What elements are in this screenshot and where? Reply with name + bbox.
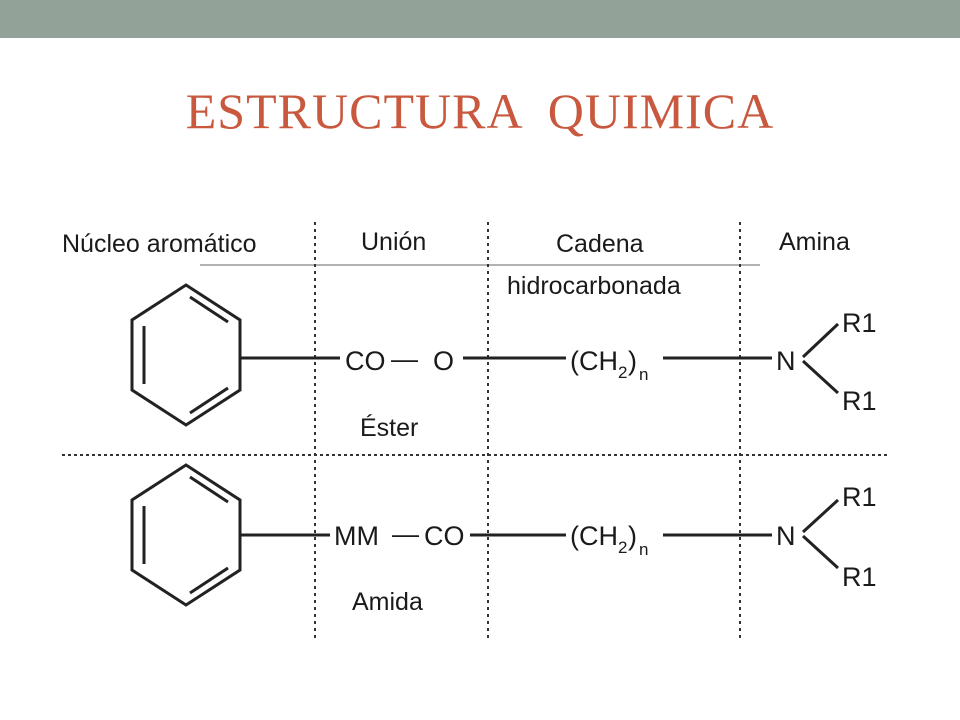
header-union: Unión bbox=[361, 228, 426, 256]
amide-nitrogen: N bbox=[776, 521, 796, 551]
amide-r1-top: R1 bbox=[842, 482, 877, 512]
header-amine: Amina bbox=[779, 228, 850, 256]
amide-chain-sub: 2 bbox=[618, 538, 627, 557]
ester-nitrogen: N bbox=[776, 346, 796, 376]
ester-union-co: CO bbox=[345, 346, 386, 376]
ester-chain-n: n bbox=[639, 365, 648, 384]
amide-chain-ch: (CH bbox=[570, 521, 618, 551]
top-accent-bar bbox=[0, 0, 960, 38]
amide-chain-close: ) bbox=[628, 521, 637, 551]
amide-union-mm: MM bbox=[334, 521, 379, 551]
ester-chain-ch: (CH bbox=[570, 346, 618, 376]
amide-r1-bottom: R1 bbox=[842, 562, 877, 592]
ester-union-dash: — bbox=[391, 344, 418, 374]
header-nucleus: Núcleo aromático bbox=[62, 230, 257, 258]
bond-n-r1-bottom-ester bbox=[801, 359, 840, 395]
bond-n-r1-top-ester bbox=[801, 322, 840, 359]
header-chain-line2: hidrocarbonada bbox=[507, 272, 681, 300]
benzene-ring-ester bbox=[130, 283, 242, 427]
ester-r1-top: R1 bbox=[842, 308, 877, 338]
bond-n-r1-top-amide bbox=[801, 498, 840, 534]
amide-union-dash: — bbox=[392, 519, 419, 549]
ester-chain-close: ) bbox=[628, 346, 637, 376]
amide-chain-n: n bbox=[639, 540, 648, 559]
ester-union-o: O bbox=[433, 346, 454, 376]
benzene-ring-amide bbox=[130, 463, 242, 607]
amide-union-co: CO bbox=[424, 521, 465, 551]
ester-chain-sub: 2 bbox=[618, 363, 627, 382]
slide-title: ESTRUCTURA QUIMICA bbox=[185, 83, 775, 139]
ester-r1-bottom: R1 bbox=[842, 386, 877, 416]
ester-caption: Éster bbox=[360, 413, 418, 442]
header-chain-line1: Cadena bbox=[556, 230, 644, 258]
amide-caption: Amida bbox=[352, 588, 423, 616]
bond-n-r1-bottom-amide bbox=[801, 534, 840, 570]
